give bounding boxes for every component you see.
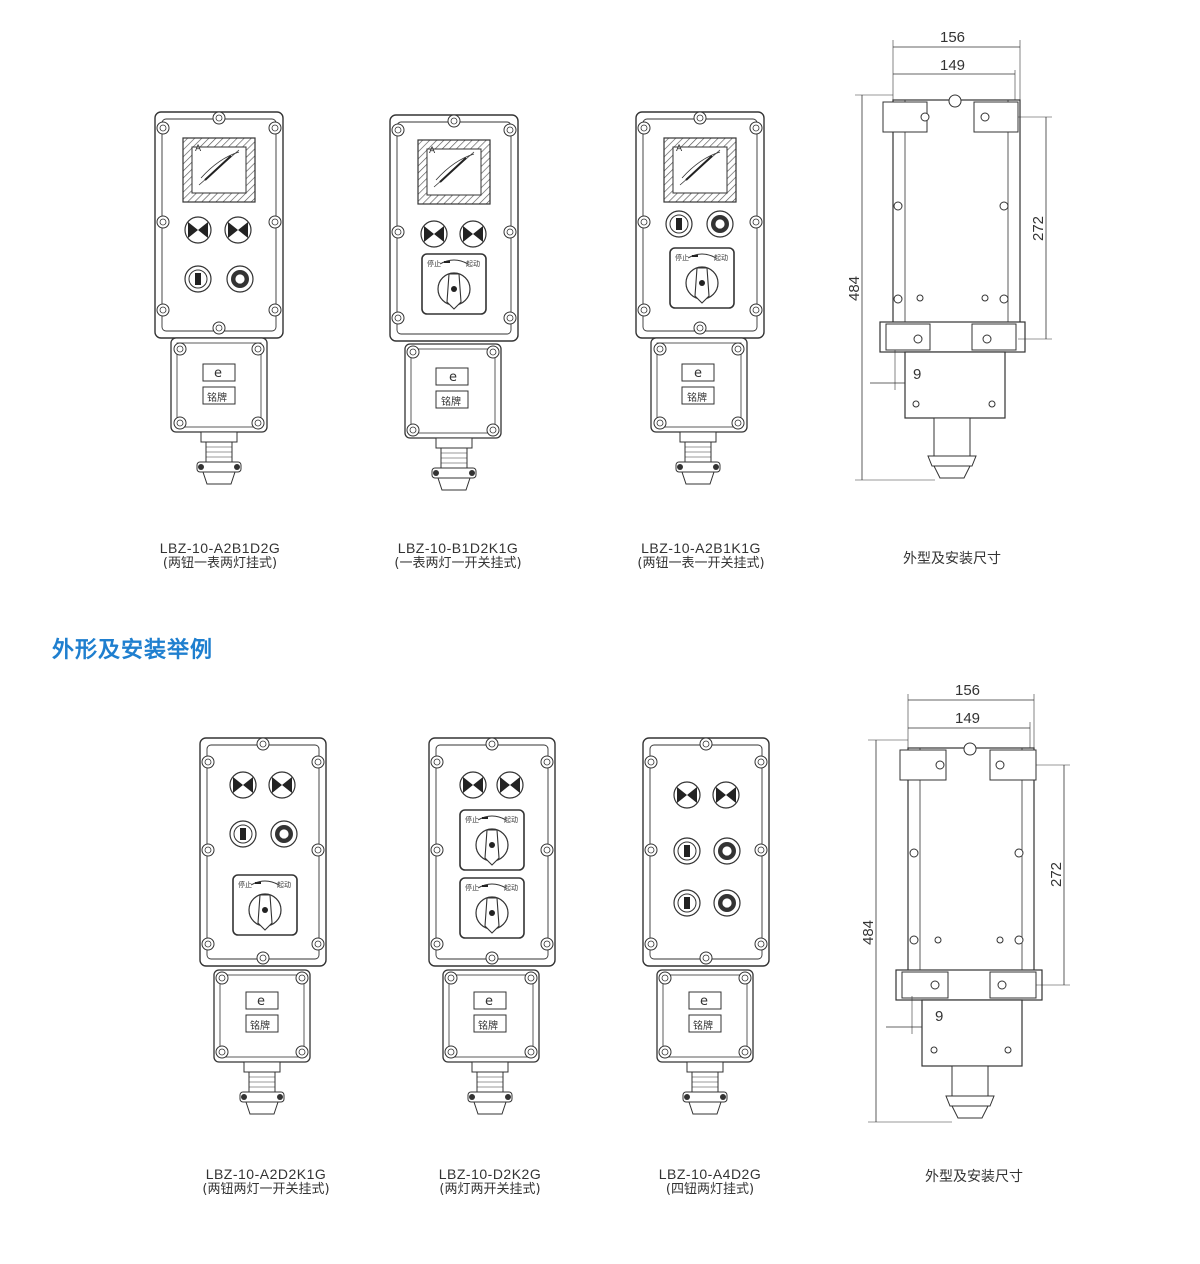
e-mark-label: e: [694, 366, 702, 381]
e-mark-label: e: [257, 994, 265, 1009]
meter-unit-label: A: [429, 146, 436, 156]
switch-stop-label: 停止: [465, 816, 479, 824]
e-mark-label: e: [214, 366, 222, 381]
dim-offset: 9: [935, 1008, 944, 1025]
dim-overall-height: 484: [860, 919, 878, 946]
model-code: LBZ-10-A2B1K1G: [641, 540, 761, 556]
model-description: (一表两灯一开关挂式): [394, 556, 522, 571]
device-lbz-10-a4d2g: [642, 737, 770, 1115]
dim-overall-width: 156: [940, 29, 966, 46]
dimension-drawing-top: [855, 40, 1052, 481]
dim-overall-height: 484: [846, 275, 864, 302]
device-lbz-10-a2d2k1g: [199, 737, 327, 1115]
section-heading: 外形及安装举例: [52, 638, 214, 663]
model-description: (四钮两灯挂式): [665, 1182, 755, 1197]
caption-device-1: LBZ-10-A2B1D2G (两钮一表两灯挂式): [140, 540, 300, 572]
model-code: LBZ-10-A2D2K1G: [205, 1166, 327, 1182]
e-mark-label: e: [485, 994, 493, 1009]
device-lbz-10-b1d2k1g: [389, 114, 519, 491]
model-description: (两钮一表一开关挂式): [637, 556, 765, 571]
switch-start-label: 起动: [714, 254, 728, 262]
model-code: LBZ-10-B1D2K1G: [397, 540, 519, 556]
caption-device-6: LBZ-10-A4D2G (四钮两灯挂式): [630, 1166, 790, 1198]
switch-start-label: 起动: [277, 881, 291, 889]
caption-device-5: LBZ-10-D2K2G (两灯两开关挂式): [410, 1166, 570, 1198]
meter-unit-label: A: [195, 144, 202, 154]
caption-device-2: LBZ-10-B1D2K1G (一表两灯一开关挂式): [375, 540, 541, 572]
dim-overall-width: 156: [955, 682, 981, 699]
model-code: LBZ-10-A2B1D2G: [159, 540, 281, 556]
model-code: LBZ-10-A4D2G: [658, 1166, 762, 1182]
nameplate-label: 铭牌: [687, 393, 707, 404]
dim-mount-width: 149: [940, 57, 966, 74]
caption-dimensions-bottom: 外型及安装尺寸: [925, 1169, 1023, 1185]
switch-stop-label: 停止: [238, 881, 252, 889]
caption-dimensions-top: 外型及安装尺寸: [903, 551, 1001, 567]
nameplate-label: 铭牌: [250, 1021, 270, 1032]
caption-device-3: LBZ-10-A2B1K1G (两钮一表一开关挂式): [618, 540, 784, 572]
nameplate-label: 铭牌: [478, 1021, 498, 1032]
nameplate-label: 铭牌: [207, 393, 227, 404]
model-description: (两钮两灯一开关挂式): [202, 1182, 330, 1197]
dim-mount-height: 272: [1030, 215, 1048, 242]
switch-start-label: 起动: [466, 260, 480, 268]
switch-start-label: 起动: [504, 884, 518, 892]
dim-mount-width: 149: [955, 710, 981, 727]
caption-device-4: LBZ-10-A2D2K1G (两钮两灯一开关挂式): [176, 1166, 356, 1198]
model-description: (两钮一表两灯挂式): [162, 556, 278, 571]
model-code: LBZ-10-D2K2G: [438, 1166, 542, 1182]
device-lbz-10-a2b1d2g: [154, 111, 284, 485]
device-lbz-10-a2b1k1g: [635, 111, 765, 485]
meter-unit-label: A: [676, 144, 683, 154]
e-mark-label: e: [700, 994, 708, 1009]
nameplate-label: 铭牌: [441, 397, 461, 408]
switch-stop-label: 停止: [675, 254, 689, 262]
e-mark-label: e: [449, 370, 457, 385]
dim-mount-height: 272: [1048, 861, 1066, 888]
switch-stop-label: 停止: [465, 884, 479, 892]
switch-stop-label: 停止: [427, 260, 441, 268]
dim-offset: 9: [913, 366, 922, 383]
device-lbz-10-d2k2g: [428, 737, 556, 1115]
switch-start-label: 起动: [504, 816, 518, 824]
nameplate-label: 铭牌: [693, 1021, 713, 1032]
model-description: (两灯两开关挂式): [439, 1182, 541, 1197]
dimension-drawing-bottom: [868, 694, 1070, 1123]
